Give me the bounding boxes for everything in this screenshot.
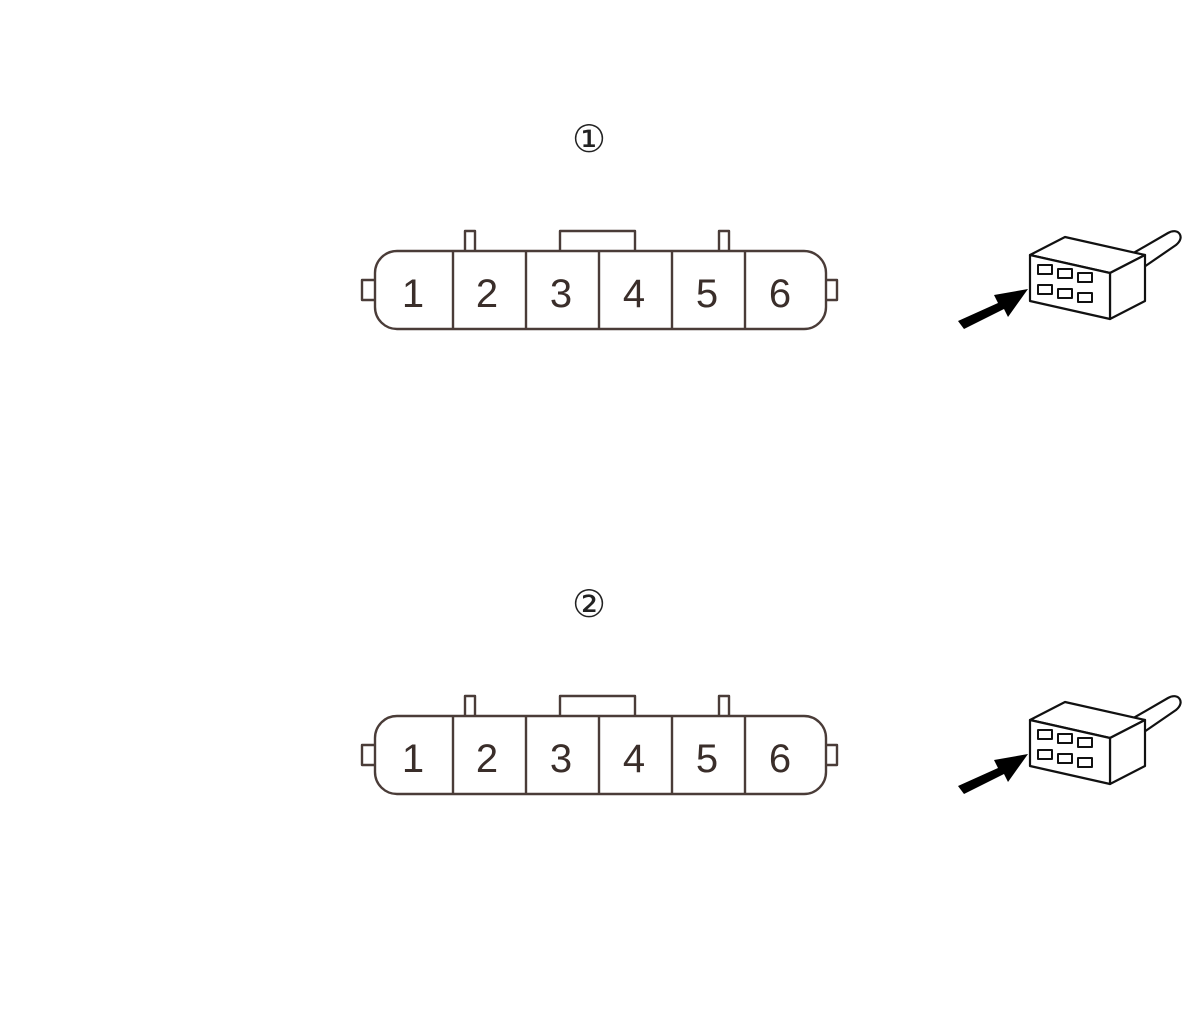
pin-label: 4 bbox=[623, 272, 645, 316]
pin-label: 5 bbox=[696, 272, 718, 316]
arrow-right-icon bbox=[958, 754, 1028, 794]
pin-label: 2 bbox=[476, 272, 498, 316]
center-key bbox=[558, 229, 637, 255]
center-key bbox=[558, 694, 637, 720]
top-nub-right bbox=[717, 694, 731, 720]
top-nub-left bbox=[463, 229, 477, 255]
connector-3d-icon bbox=[1028, 700, 1147, 786]
pin-label: 6 bbox=[769, 272, 791, 316]
top-nub-right bbox=[717, 229, 731, 255]
pin-label: 6 bbox=[769, 737, 791, 781]
pin-label: 2 bbox=[476, 737, 498, 781]
pin-label: 3 bbox=[550, 272, 572, 316]
pin-label: 5 bbox=[696, 737, 718, 781]
connector-face-diagram: 1 2 3 4 5 6 bbox=[360, 229, 839, 331]
connector-face-diagram: 1 2 3 4 5 6 bbox=[360, 694, 839, 796]
connector-2: ② 1 2 3 4 5 6 bbox=[0, 575, 1200, 835]
top-nub-left bbox=[463, 694, 477, 720]
connector-callout: ① bbox=[571, 117, 607, 161]
pin-label: 3 bbox=[550, 737, 572, 781]
connector-body bbox=[373, 249, 828, 331]
pin-label: 1 bbox=[402, 272, 424, 316]
pin-label: 1 bbox=[402, 737, 424, 781]
connector-callout: ② bbox=[571, 582, 607, 626]
connector-1: ① 1 2 3 4 5 6 bbox=[0, 110, 1200, 370]
connector-body bbox=[373, 714, 828, 796]
harness-connector-illustration bbox=[958, 230, 1182, 329]
connector-3d-icon bbox=[1028, 235, 1147, 321]
harness-connector-illustration bbox=[958, 695, 1182, 794]
pin-label: 4 bbox=[623, 737, 645, 781]
arrow-right-icon bbox=[958, 289, 1028, 329]
